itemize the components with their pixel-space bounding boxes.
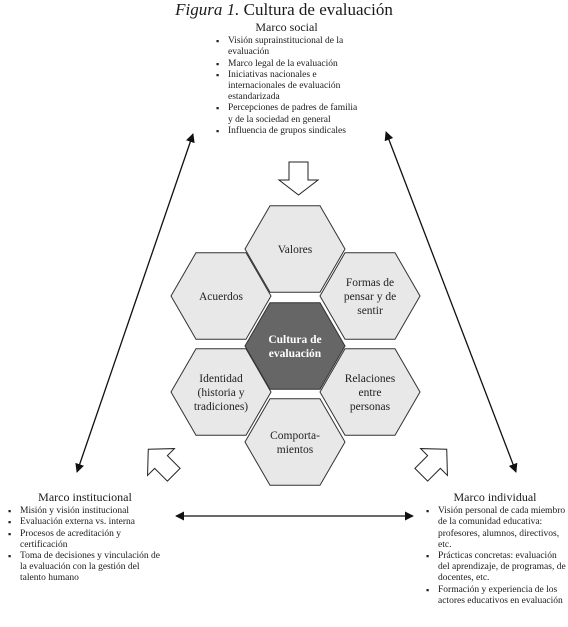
hex-relaciones-label: entre xyxy=(359,387,382,399)
marco-social-item: Percepciones de padres de familia y de l… xyxy=(214,103,359,125)
marco-individual-item: Visión personal de cada miembro de la co… xyxy=(424,506,566,551)
hex-relaciones xyxy=(319,348,421,436)
marco-individual-heading: Marco individual xyxy=(453,490,537,504)
marco-institucional-item: Procesos de acreditación y certificación xyxy=(6,529,164,551)
hex-acuerdos-label: Acuerdos xyxy=(199,291,244,303)
hex-comportamientos-label: mientos xyxy=(277,444,314,456)
hex-comportamientos-label: Comporta- xyxy=(270,430,320,442)
marco-social-item: Influencia de grupos sindicales xyxy=(214,126,359,137)
marco-social-list: Visión supra­institucional de la evaluac… xyxy=(214,36,359,137)
hex-identidad-label: (historia y xyxy=(198,387,245,399)
marco-institucional-item: Misión y visión institucional xyxy=(6,506,164,517)
hex-formas-label: sentir xyxy=(357,305,383,317)
hex-cultura-evaluacion-label: evaluación xyxy=(269,348,322,360)
marco-social-heading: Marco social xyxy=(255,20,318,34)
marco-institucional-heading: Marco institucional xyxy=(38,490,132,504)
hex-valores xyxy=(244,205,346,293)
hex-cultura-evaluacion-label: Cultura de xyxy=(268,334,321,346)
hex-identidad-label: Identidad xyxy=(199,373,243,385)
marco-individual-list: Visión personal de cada miembro de la co… xyxy=(424,506,566,607)
marco-individual-item: Prácticas concretas: evaluación del apre… xyxy=(424,551,566,585)
marco-social-block: Marco social Visión supra­institucional … xyxy=(214,20,359,137)
marco-institucional-item: Evaluación externa vs. interna xyxy=(6,517,164,528)
hex-acuerdos xyxy=(170,252,272,340)
arrow-social-individual xyxy=(384,131,518,473)
marco-individual-block: Marco individual Visión personal de cada… xyxy=(424,490,566,607)
hex-relaciones-label: Relaciones xyxy=(345,373,396,385)
marco-individual-item: Formación y experiencia de los actores e… xyxy=(424,585,566,607)
hollow-arrow-down xyxy=(277,161,320,196)
hex-valores-label: Valores xyxy=(278,244,313,256)
marco-social-item: Iniciativas nacionales e internacionales… xyxy=(214,70,359,104)
hex-cultura-evaluacion xyxy=(244,302,346,390)
marco-institucional-block: Marco institucional Misión y visión inst… xyxy=(6,490,164,585)
hollow-arrow-right xyxy=(414,448,448,482)
marco-institucional-list: Misión y visión institucional Evaluación… xyxy=(6,506,164,584)
hex-identidad-label: tradiciones) xyxy=(194,401,248,413)
figure-title: Figura 1. Cultura de evaluación xyxy=(0,0,568,20)
hex-formas-label: pensar y de xyxy=(344,291,396,303)
hex-formas xyxy=(319,252,421,340)
hex-formas-label: Formas de xyxy=(346,277,394,289)
figure-title-prefix: Figura 1. xyxy=(175,0,240,19)
figure-title-text: Cultura de evaluación xyxy=(243,0,393,19)
arrow-social-institucional xyxy=(75,133,195,473)
marco-social-item: Visión supra­institucional de la evaluac… xyxy=(214,36,359,58)
marco-social-item: Marco legal de la evaluación xyxy=(214,59,359,70)
marco-institucional-item: Toma de decisiones y vinculación de la e… xyxy=(6,551,164,585)
hex-relaciones-label: personas xyxy=(350,401,391,413)
hollow-arrow-left xyxy=(147,448,181,482)
hex-comportamientos xyxy=(244,398,346,486)
